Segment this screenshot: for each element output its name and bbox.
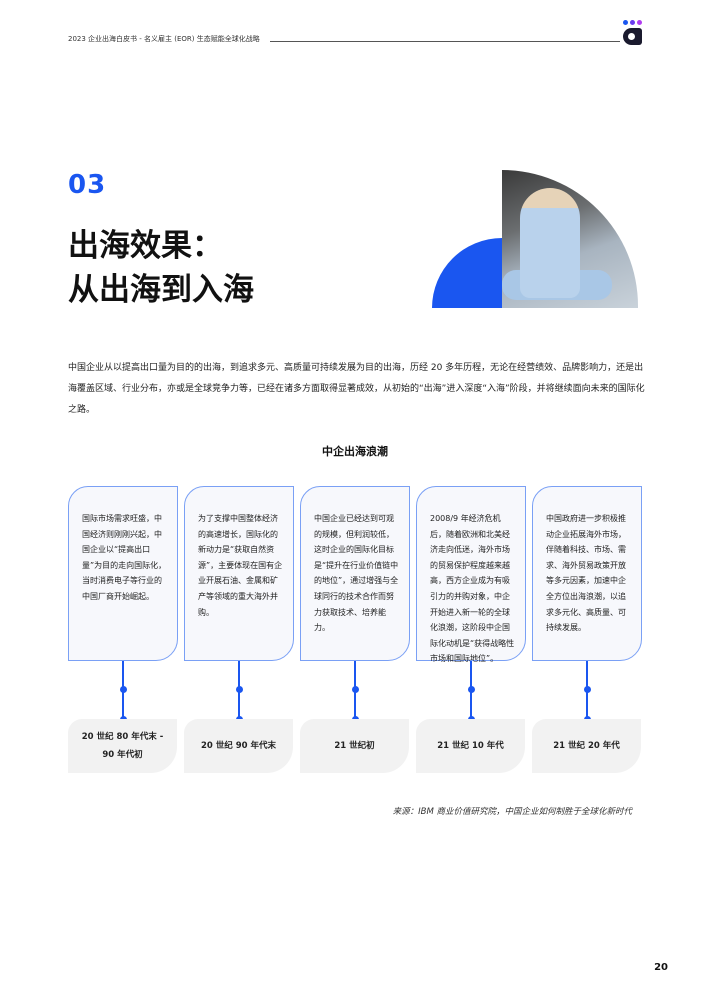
timeline-card: 中国政府进一步积极推动企业拓展海外市场，伴随着科技、市场、需求、海外贸易政策开放… <box>532 486 642 661</box>
era-label: 21 世纪 10 年代 <box>437 741 504 751</box>
source-note: 来源：IBM 商业价值研究院，中国企业如何制胜于全球化新时代 <box>392 807 632 817</box>
brand-logo <box>622 20 644 46</box>
timeline-card: 中国企业已经达到可观的规模，但利润较低，这时企业的国际化目标是“提升在行业价值链… <box>300 486 410 661</box>
timeline-dot <box>351 686 359 693</box>
intro-paragraph: 中国企业从以提高出口量为目的的出海，到追求多元、高质量可持续发展为目的出海，历经… <box>68 363 645 415</box>
logo-letter <box>623 28 642 45</box>
era-label: 20 世纪 80 年代末 - 90 年代初 <box>81 732 164 760</box>
timeline-dot <box>235 686 243 693</box>
timeline-card: 2008/9 年经济危机后，随着欧洲和北美经济走向低迷，海外市场的贸易保护程度越… <box>416 486 526 663</box>
hero-photo <box>502 170 638 308</box>
logo-dot <box>623 20 628 25</box>
timeline-title: 中企出海浪潮 <box>322 445 388 458</box>
timeline-card: 为了支撑中国整体经济的高速增长，国际化的新动力是“获取自然资源”，主要体现在国有… <box>184 486 294 661</box>
timeline-card: 国际市场需求旺盛，中国经济则刚刚兴起，中国企业以“提高出口量”为目的走向国际化，… <box>68 486 178 661</box>
title-line-2: 从出海到入海 <box>68 272 254 308</box>
timeline-era: 20 世纪 90 年代末 <box>184 719 293 773</box>
timeline-era: 21 世纪 10 年代 <box>416 719 525 773</box>
section-title: 出海效果： 从出海到入海 <box>68 224 254 312</box>
era-label: 21 世纪初 <box>334 741 375 751</box>
logo-dot <box>637 20 642 25</box>
era-label: 20 世纪 90 年代末 <box>200 741 277 751</box>
header-divider <box>270 41 620 42</box>
title-line-1: 出海效果： <box>68 228 223 264</box>
page-number: 20 <box>654 962 668 973</box>
header-title: 2023 企业出海白皮书 - 名义雇主 (EOR) 生态赋能全球化战略 <box>68 35 260 43</box>
timeline-dot <box>467 686 475 693</box>
photo-figure <box>520 188 580 298</box>
timeline-era: 20 世纪 80 年代末 - 90 年代初 <box>68 719 177 773</box>
timeline-era: 21 世纪 20 年代 <box>532 719 641 773</box>
section-number: 03 <box>68 170 107 200</box>
timeline-dot <box>119 686 127 693</box>
era-label: 21 世纪 20 年代 <box>553 741 620 751</box>
logo-dot <box>630 20 635 25</box>
timeline-era: 21 世纪初 <box>300 719 409 773</box>
timeline-dot <box>583 686 591 693</box>
